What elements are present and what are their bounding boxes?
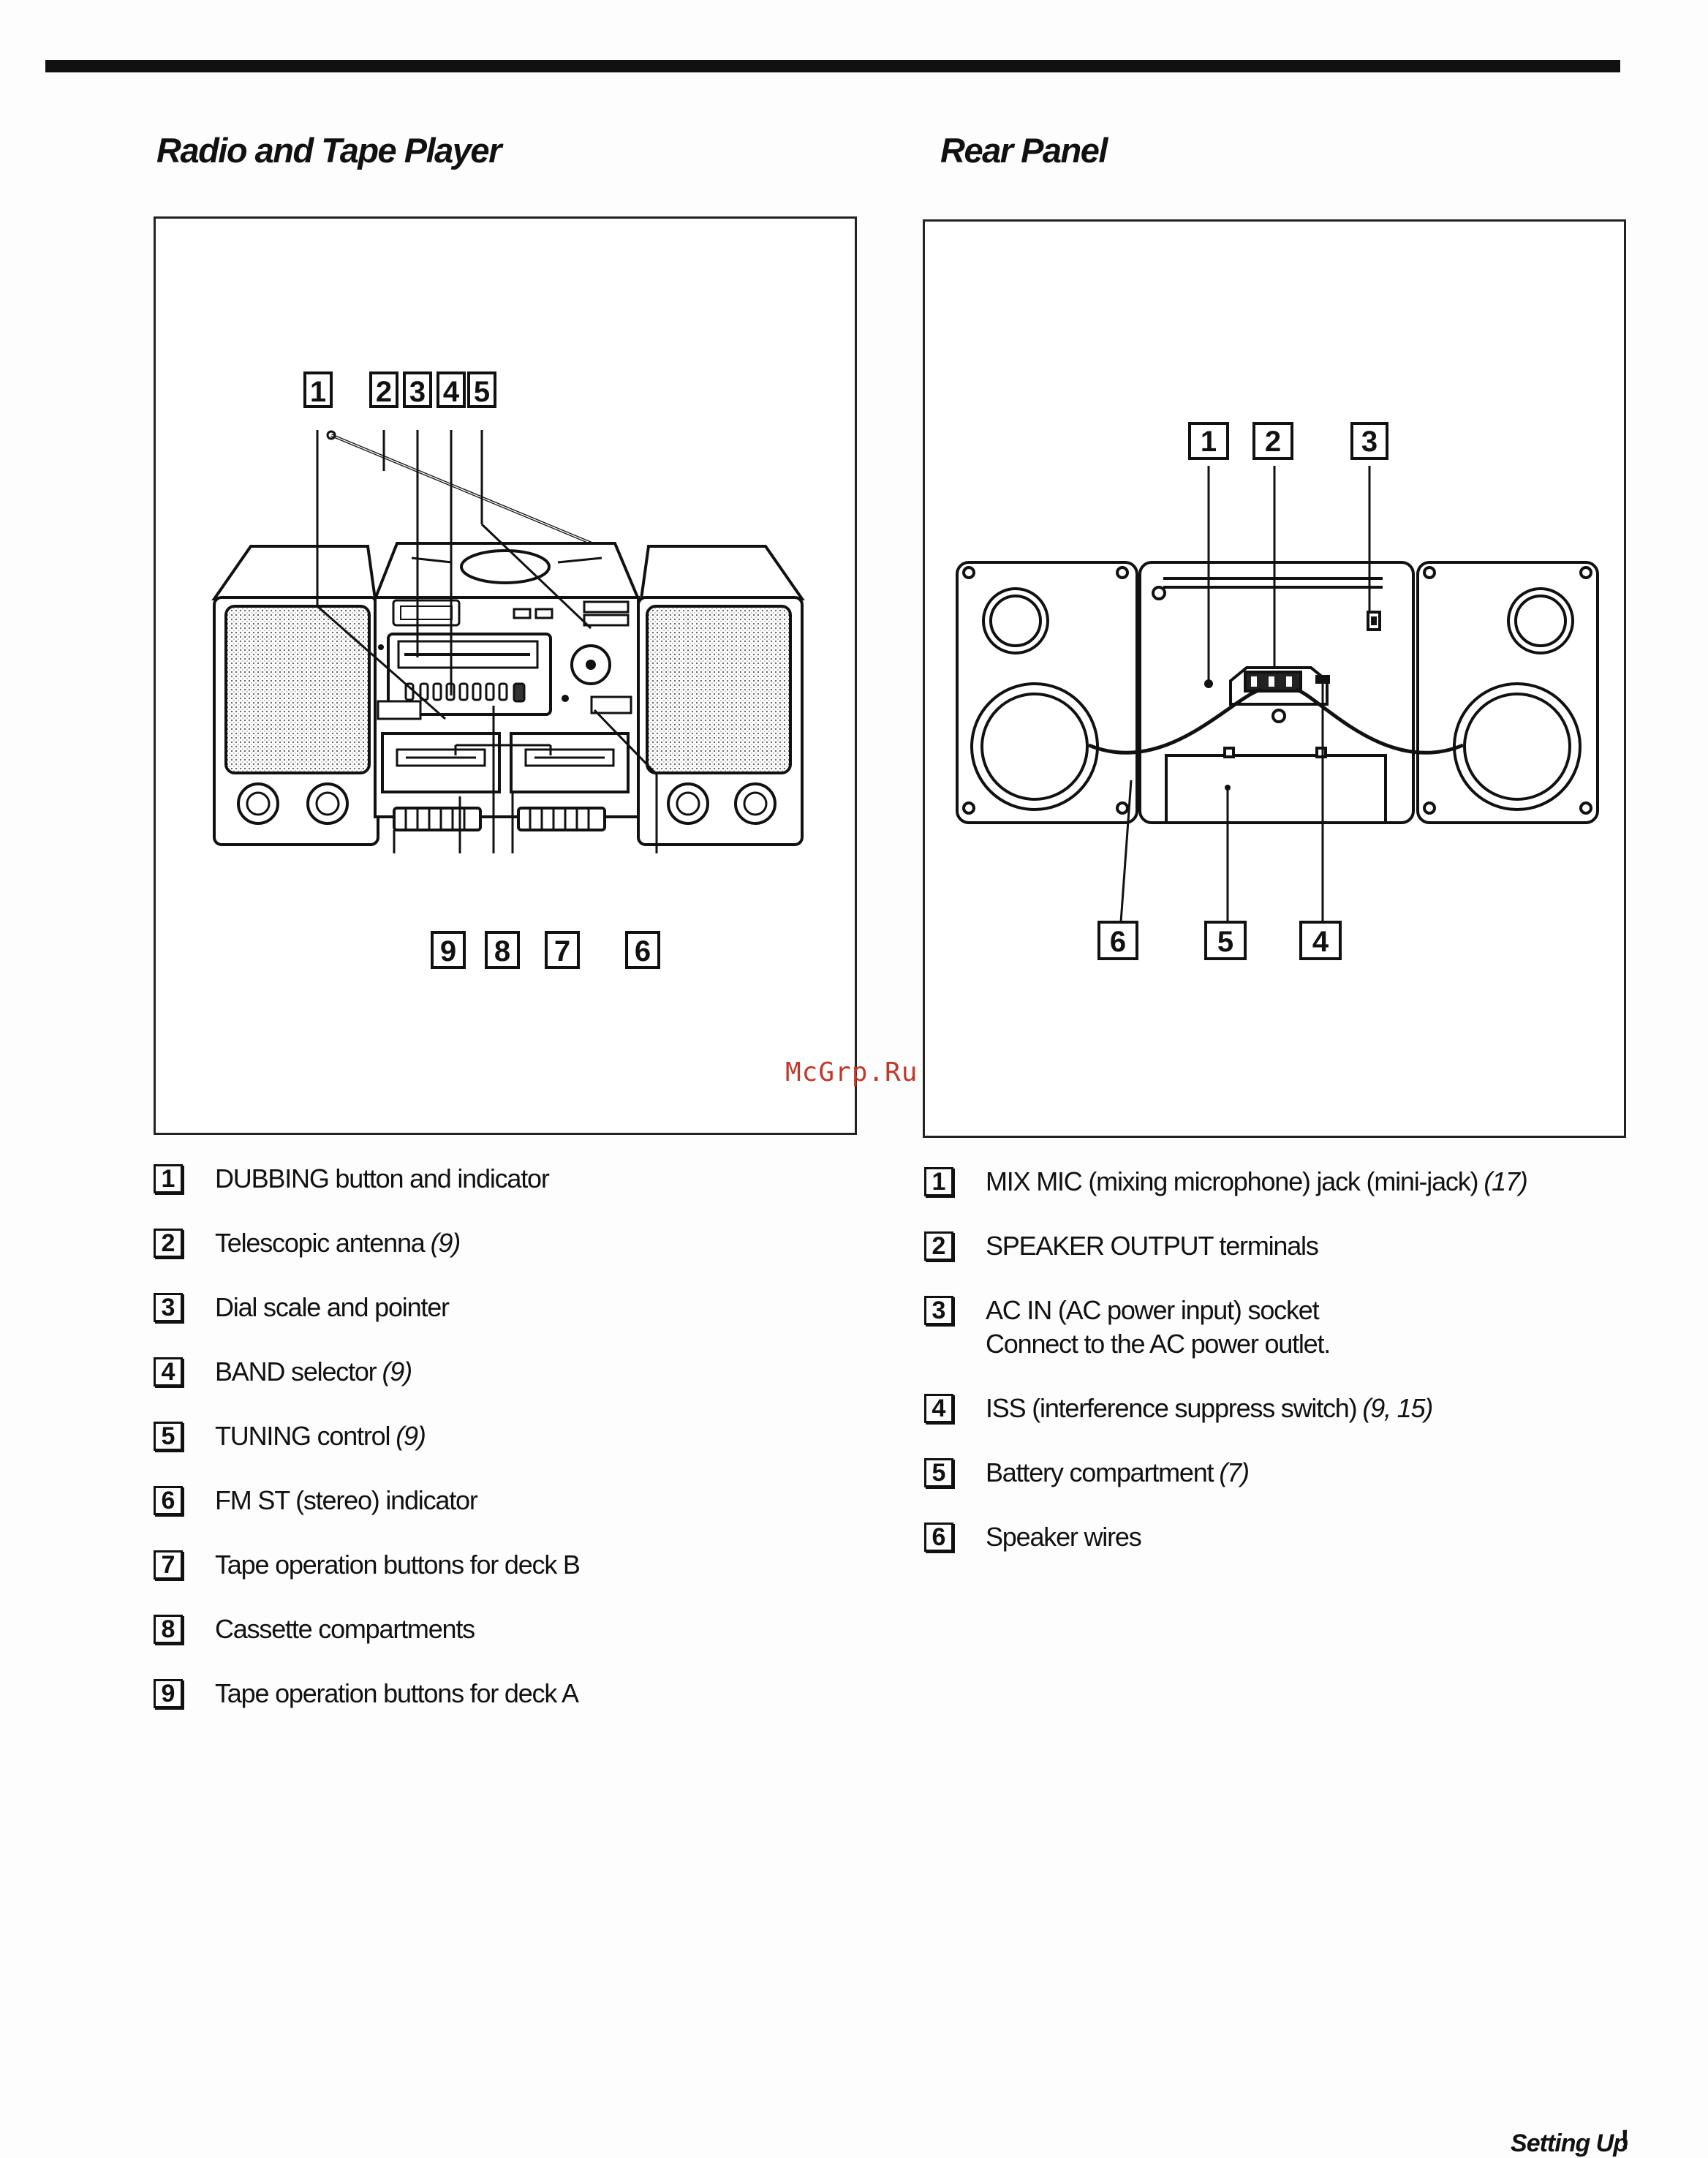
rear-callout-boxes: [1097, 422, 1388, 960]
page-reference: (9): [430, 1228, 461, 1258]
legend-text: DUBBING button and indicator: [215, 1163, 550, 1193]
footer-page-number: !: [1620, 2125, 1630, 2156]
legend-number: 2: [924, 1231, 953, 1261]
legend-text: Tape operation buttons for deck A: [215, 1678, 579, 1708]
page-reference: (9): [382, 1357, 412, 1387]
legend-subtext: Connect to the AC power outlet.: [986, 1329, 1331, 1359]
legend-item: 2 Telescopic antenna(9): [154, 1228, 461, 1260]
legend-text: BAND selector: [215, 1357, 377, 1387]
legend-text: Telescopic antenna: [215, 1228, 426, 1258]
legend-item: 1 MIX MIC (mixing microphone) jack (mini…: [924, 1166, 1528, 1199]
callout-5: 5: [474, 376, 490, 408]
callout-9: 9: [440, 935, 456, 967]
callout-7: 7: [554, 935, 570, 967]
legend-item: 1 DUBBING button and indicator: [154, 1163, 550, 1196]
callout-4: 4: [443, 376, 460, 408]
callout-1: 1: [310, 376, 326, 408]
legend-number: 1: [924, 1167, 953, 1196]
legend-item: 6 Speaker wires: [924, 1522, 1142, 1554]
legend-number: 5: [924, 1458, 953, 1487]
legend-item: 9 Tape operation buttons for deck A: [154, 1678, 579, 1710]
legend-text: FM ST (stereo) indicator: [215, 1485, 478, 1515]
legend-item: 2 SPEAKER OUTPUT terminals: [924, 1231, 1319, 1263]
rear-callout-5: 5: [1217, 926, 1233, 958]
rear-callout-6: 6: [1110, 926, 1126, 958]
callout-2: 2: [376, 376, 392, 408]
legend-text: AC IN (AC power input) socket: [986, 1295, 1320, 1325]
rear-leader-lines: [1119, 466, 1371, 923]
front-view-illustration: 1 2 3 4 5 9 8 7 6: [211, 371, 805, 969]
legend-number: 5: [154, 1422, 183, 1451]
section-title-rear-panel: Rear Panel: [940, 131, 1108, 170]
legend-number: 6: [154, 1486, 183, 1515]
section-title-radio: Radio and Tape Player: [156, 131, 502, 170]
callout-3: 3: [409, 376, 426, 408]
callout-6: 6: [635, 935, 651, 967]
legend-text: Speaker wires: [986, 1522, 1142, 1552]
rear-view-illustration: 1 2 3 6 5 4: [956, 422, 1599, 960]
legend-item: 3 Dial scale and pointer: [154, 1292, 450, 1324]
legend-number: 8: [154, 1615, 183, 1644]
legend-item: 4 BAND selector(9): [154, 1357, 412, 1389]
legend-text: MIX MIC (mixing microphone) jack (mini-j…: [986, 1166, 1479, 1196]
legend-text: ISS (interference suppress switch): [986, 1393, 1358, 1423]
legend-text: TUNING control: [215, 1421, 390, 1451]
legend-number: 7: [154, 1550, 183, 1580]
callout-8: 8: [494, 935, 510, 967]
right-speaker: [637, 545, 805, 846]
legend-item: 5 Battery compartment(7): [924, 1457, 1250, 1490]
legend-item: 7 Tape operation buttons for deck B: [154, 1550, 581, 1582]
rear-callout-2: 2: [1265, 426, 1281, 458]
legend-text: Dial scale and pointer: [215, 1292, 450, 1322]
callout-boxes-top: [303, 371, 496, 408]
legend-item: 8 Cassette compartments: [154, 1614, 475, 1646]
legend-item: 4 ISS (interference suppress switch)(9, …: [924, 1393, 1433, 1425]
rear-callout-3: 3: [1361, 426, 1378, 458]
legend-number: 1: [154, 1164, 183, 1193]
top-rule: [45, 60, 1620, 72]
legend-number: 3: [924, 1296, 953, 1325]
watermark: McGrp.Ru: [785, 1057, 918, 1087]
legend-number: 2: [154, 1229, 183, 1258]
legend-number: 4: [924, 1394, 953, 1423]
legend-number: 6: [924, 1523, 953, 1552]
legend-number: 9: [154, 1679, 183, 1708]
page-reference: (9, 15): [1362, 1393, 1433, 1423]
rear-callout-1: 1: [1201, 426, 1217, 458]
rear-callout-4: 4: [1312, 926, 1329, 958]
footer-section-label: Setting Up: [1511, 2129, 1628, 2157]
page-reference: (7): [1219, 1457, 1250, 1487]
center-unit: [373, 542, 641, 831]
callout-boxes-bottom: [431, 931, 660, 969]
rear-view-diagram: 1 2 3 6 5 4: [923, 219, 1626, 1138]
legend-number: 4: [154, 1357, 183, 1387]
page-reference: (9): [396, 1421, 426, 1451]
leader-lines: [316, 430, 658, 853]
rear-unit: [956, 561, 1599, 824]
front-view-diagram: 1 2 3 4 5 9 8 7 6: [154, 216, 857, 1135]
page-reference: (17): [1484, 1166, 1527, 1196]
legend-text: Tape operation buttons for deck B: [215, 1550, 581, 1580]
legend-text: Battery compartment: [986, 1457, 1214, 1487]
legend-item: 6 FM ST (stereo) indicator: [154, 1485, 478, 1517]
left-speaker: [211, 545, 379, 846]
legend-item: 5 TUNING control(9): [154, 1421, 426, 1453]
legend-text: SPEAKER OUTPUT terminals: [986, 1231, 1319, 1261]
legend-number: 3: [154, 1293, 183, 1322]
legend-text: Cassette compartments: [215, 1614, 475, 1644]
